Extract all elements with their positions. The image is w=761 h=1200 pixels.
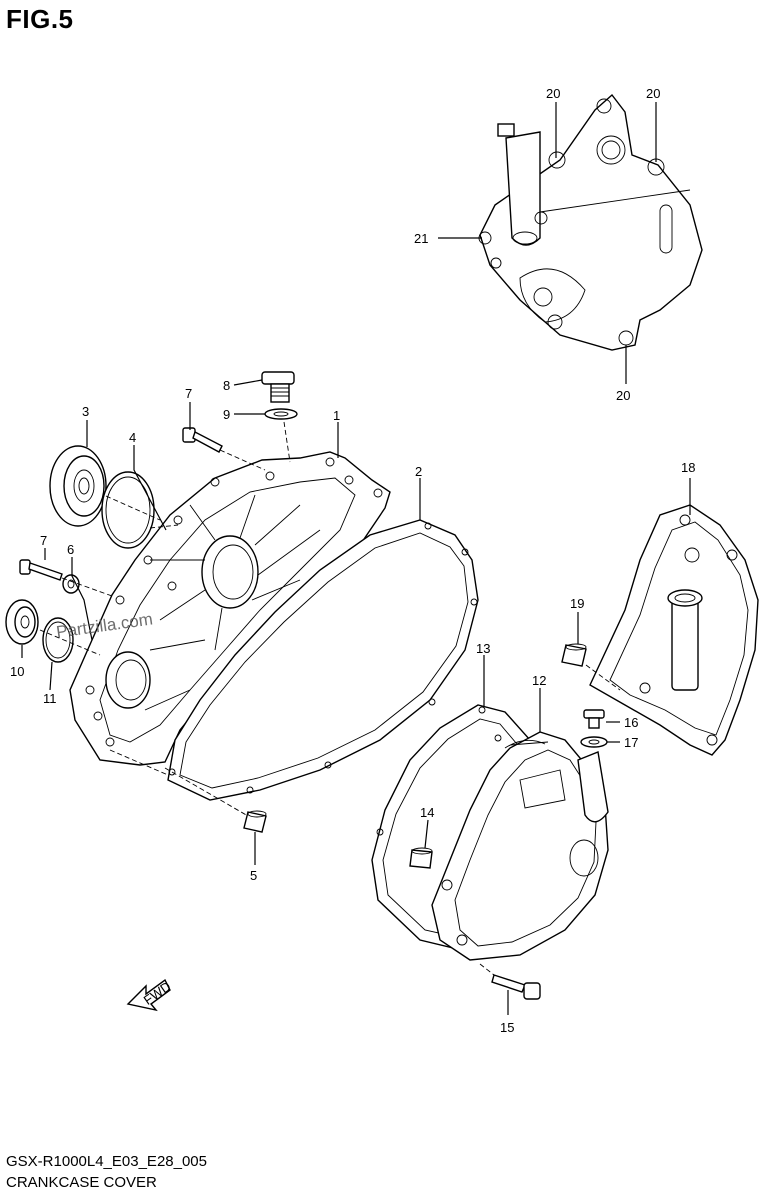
part-11-o-ring[interactable]	[42, 617, 74, 663]
callout-11: 11	[43, 691, 57, 706]
part-16-plug[interactable]	[583, 709, 605, 729]
part-8-plug[interactable]	[261, 371, 295, 403]
part-12-clutch-cover[interactable]	[431, 731, 609, 961]
callout-18: 18	[681, 460, 695, 475]
callout-1: 1	[333, 408, 340, 423]
figure-name: CRANKCASE COVER	[6, 1174, 157, 1191]
callout-8: 8	[223, 378, 230, 393]
part-7-bolt-upper[interactable]	[182, 427, 223, 453]
callout-19: 19	[570, 596, 584, 611]
part-14-dowel[interactable]	[409, 847, 433, 869]
callout-17: 17	[624, 735, 638, 750]
part-9-washer[interactable]	[264, 408, 298, 420]
fwd-arrow-icon: FWD	[126, 979, 174, 1012]
callout-21: 21	[414, 231, 428, 246]
assembly-lines	[39, 421, 621, 976]
callout-2: 2	[415, 464, 422, 479]
callout-10: 10	[10, 664, 24, 679]
part-1-crankcase-cover[interactable]	[69, 451, 391, 766]
callout-20-top-right: 20	[646, 86, 660, 101]
callout-4: 4	[129, 430, 136, 445]
part-10-cap[interactable]	[5, 599, 39, 645]
callout-14: 14	[420, 805, 434, 820]
callout-20-top-left: 20	[546, 86, 560, 101]
callouts: 20 20 21 20 8 9 7 3 4 1 2 7 6 10 11 5 13…	[10, 86, 695, 1035]
callout-5: 5	[250, 868, 257, 883]
part-17-washer[interactable]	[580, 736, 608, 748]
part-5-dowel-pin[interactable]	[243, 810, 267, 833]
part-2-gasket[interactable]	[167, 519, 479, 801]
callout-13: 13	[476, 641, 490, 656]
callout-6: 6	[67, 542, 74, 557]
callout-9: 9	[223, 407, 230, 422]
callout-7-upper: 7	[185, 386, 192, 401]
callout-15: 15	[500, 1020, 514, 1035]
part-19-dowel[interactable]	[561, 643, 587, 667]
part-7-bolt-left[interactable]	[19, 559, 63, 581]
callout-20-bottom: 20	[616, 388, 630, 403]
callout-12: 12	[532, 673, 546, 688]
fwd-label: FWD	[141, 979, 174, 1008]
part-4-o-ring[interactable]	[101, 471, 155, 549]
figure-code: GSX-R1000L4_E03_E28_005	[6, 1153, 207, 1170]
callout-16: 16	[624, 715, 638, 730]
part-21-cover-plate[interactable]	[478, 93, 703, 351]
part-15-bolt[interactable]	[491, 974, 541, 1000]
leader-lines	[21, 102, 691, 1015]
part-3-cap[interactable]	[49, 445, 107, 527]
callout-3: 3	[82, 404, 89, 419]
part-18-right-cover[interactable]	[589, 504, 759, 756]
figure-title: FIG.5	[6, 4, 74, 34]
callout-7-left: 7	[40, 533, 47, 548]
